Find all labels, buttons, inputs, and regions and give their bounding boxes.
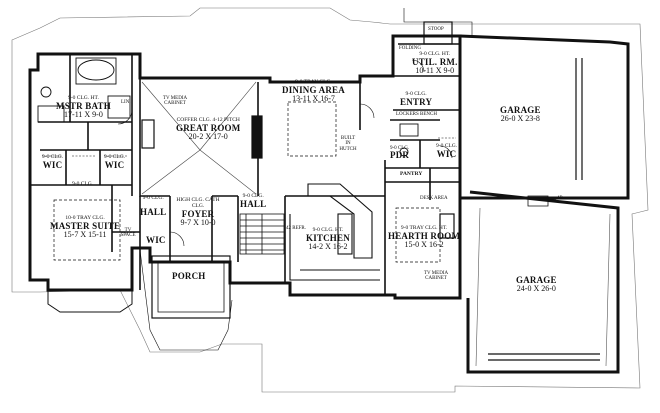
- garage-top-label: GARAGE 26-0 X 23-8: [500, 105, 541, 124]
- garage-top-wall: [459, 34, 630, 200]
- wic-right-ceiling: 9-0 CLG.: [436, 143, 458, 149]
- kitchen-name: KITCHEN: [306, 232, 350, 243]
- pantry-label: PANTRY: [400, 171, 423, 177]
- master-suite-name: MASTER SUITE: [50, 220, 121, 231]
- porch-label: PORCH: [172, 271, 206, 281]
- stoop-outline: [423, 21, 453, 45]
- refrigerator-label: 42 REFR.: [286, 226, 307, 231]
- desk-area-label: DESK AREA: [420, 196, 448, 201]
- dining-dims: 13-11 X 16-7: [292, 94, 335, 104]
- master-suite-ceiling-top: 9-0 CLG.: [72, 181, 94, 187]
- hall-mid-name: HALL: [240, 198, 267, 209]
- great-room-ceiling: COFFER CLG. 4-12 PITCH: [176, 117, 240, 123]
- foyer-dims: 9-7 X 10-0: [180, 217, 216, 227]
- garage-bottom-door: [488, 353, 600, 361]
- garage-bottom-dims: 24-0 X 26-0: [516, 284, 556, 294]
- wic-mid-label: 9-0 CLG. WIC: [104, 154, 126, 170]
- powder-room-name: PDR: [390, 150, 410, 161]
- fireplaces: [141, 115, 455, 239]
- hearth-room-name: HEARTH ROOM: [388, 230, 461, 241]
- wic-right-name: WIC: [436, 148, 457, 159]
- porch-outline: [151, 255, 231, 319]
- great-room-dims: 20-2 X 17-0: [188, 132, 228, 142]
- wic-mid-name: WIC: [104, 159, 125, 170]
- entry-label: 9-0 CLG. ENTRY: [400, 91, 433, 107]
- garage-bottom-wall: [466, 190, 620, 374]
- utility-room-label: 9-0 CLG. HT. UTIL. RM. 10-11 X 9-0: [412, 51, 458, 76]
- foyer-ceiling: HIGH CLG. CATH CLG.: [176, 197, 220, 209]
- utility-room-dims: 10-11 X 9-0: [415, 66, 455, 76]
- wic-left-label: 9-0 CLG. WIC: [42, 154, 64, 170]
- wic-hall-label: WIC: [146, 235, 166, 245]
- hall-left-label: 9-0 CLG. HALL: [140, 195, 167, 217]
- roof-outline: [11, 7, 649, 393]
- dining-ceiling: 9-0 TRAY CLG.: [295, 79, 332, 85]
- wic-right-label: 9-0 CLG. WIC: [436, 143, 458, 159]
- foyer-name: FOYER: [181, 208, 215, 219]
- tv-space-label: TV SPACE: [120, 228, 136, 239]
- built-in-hutch-label: BUILT IN HUTCH: [339, 136, 357, 152]
- hall-left-ceiling: 9-0 CLG.: [142, 195, 164, 201]
- linen-label: LIN.: [121, 100, 131, 105]
- foyer-label: HIGH CLG. CATH CLG. FOYER 9-7 X 10-0: [176, 197, 220, 227]
- hall-left-name: HALL: [140, 206, 167, 217]
- tv-media-top-label: TV MEDIA CABINET: [162, 96, 188, 107]
- kitchen-label: 9-0 CLG. HT. KITCHEN 14-2 X 16-2: [306, 227, 350, 252]
- hearth-room-ceiling: 9-0 TRAY CLG. HT.: [400, 225, 448, 231]
- kitchen-counters: [289, 183, 380, 281]
- wic-left-ceiling: 9-0 CLG.: [42, 154, 64, 160]
- tv-media-bottom-label: TV MEDIA CABINET: [423, 271, 449, 282]
- garage-bottom-name: GARAGE: [516, 275, 557, 285]
- dining-label: 9-0 TRAY CLG. DINING AREA 13-11 X 16-7: [282, 79, 345, 104]
- master-suite-dims: 15-7 X 15-11: [63, 230, 107, 240]
- utility-room-ceiling: 9-0 CLG. HT.: [419, 51, 451, 57]
- wic-mid-ceiling: 9-0 CLG.: [104, 154, 126, 160]
- master-suite-ceiling: 10-0 TRAY CLG.: [65, 215, 105, 221]
- hall-mid-label: 9-0 CLG. HALL: [240, 193, 267, 209]
- great-room-name: GREAT ROOM: [176, 122, 241, 133]
- tub: [77, 59, 115, 81]
- mstr-bath-ceiling: 9-0 CLG. HT.: [68, 95, 99, 101]
- garage-top-name: GARAGE: [500, 105, 541, 115]
- great-room-label: COFFER CLG. 4-12 PITCH GREAT ROOM 20-2 X…: [176, 117, 241, 142]
- utility-room-name: UTIL. RM.: [412, 56, 458, 67]
- staircase: [239, 213, 285, 255]
- stoop-label: STOOP: [428, 27, 444, 32]
- hearth-room-dims: 15-0 X 16-2: [404, 240, 444, 250]
- lockers-bench-label: LOCKERS BENCH: [396, 112, 437, 117]
- hall-mid-ceiling: 9-0 CLG.: [242, 193, 264, 199]
- mstr-bath-dims: 17-11 X 9-0: [64, 110, 103, 120]
- garage-bottom-label: GARAGE 24-0 X 26-0: [516, 275, 557, 294]
- powder-room-label: 9-0 CLG. PDR: [390, 146, 409, 161]
- exterior-wall: [28, 34, 462, 300]
- powder-room-ceiling: 9-0 CLG.: [390, 146, 410, 151]
- hearth-room-label: 9-0 TRAY CLG. HT. HEARTH ROOM 15-0 X 16-…: [388, 225, 461, 250]
- entry-ceiling: 9-0 CLG.: [405, 91, 427, 97]
- kitchen-dims: 14-2 X 16-2: [308, 242, 348, 252]
- garage-top-dims: 26-0 X 23-8: [500, 114, 540, 124]
- mstr-bath-name: MSTR BATH: [56, 100, 111, 111]
- mstr-bath-label: 9-0 CLG. HT. MSTR BATH 17-11 X 9-0: [56, 95, 111, 120]
- folding-label: FOLDING: [399, 46, 421, 51]
- entry-name: ENTRY: [400, 96, 433, 107]
- master-suite-label: 10-0 TRAY CLG. MASTER SUITE 15-7 X 15-11: [50, 215, 121, 240]
- kitchen-ceiling: 9-0 CLG. HT.: [312, 227, 344, 233]
- dining-name: DINING AREA: [282, 84, 345, 95]
- garage-step-label: 4R: [557, 196, 563, 201]
- wic-left-name: WIC: [42, 159, 63, 170]
- garage-top-door: [575, 58, 583, 180]
